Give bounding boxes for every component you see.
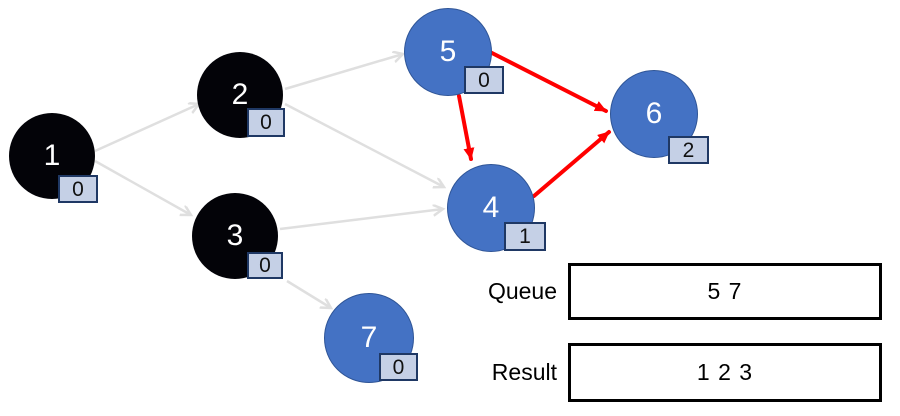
node-7-label: 7 (360, 321, 378, 354)
queue-label: Queue (487, 278, 557, 304)
edge-5-4 (457, 94, 475, 161)
edge-1-3 (94, 159, 191, 215)
node-4-label: 4 (482, 191, 500, 224)
node-2-badge: 0 (247, 108, 285, 137)
edge-3-7 (286, 279, 331, 308)
edge-1-2 (94, 104, 199, 153)
node-7-badge: 0 (379, 353, 418, 381)
node-1-label: 1 (43, 139, 61, 172)
queue-value: 5 7 (707, 278, 743, 304)
result-box: 1 2 3 (568, 343, 882, 402)
edge-3-4 (279, 209, 443, 231)
node-5-badge: 0 (464, 66, 504, 94)
result-value: 1 2 3 (696, 359, 754, 385)
node-2: 2 0 (197, 52, 285, 138)
edge-2-5 (284, 54, 403, 91)
node-4-badge: 1 (504, 222, 546, 251)
node-5-label: 5 (439, 35, 457, 68)
queue-box: 5 7 (568, 263, 882, 320)
node-3-label: 3 (226, 219, 244, 252)
node-6-badge: 2 (668, 136, 709, 164)
node-4: 4 1 (447, 164, 546, 252)
node-6: 6 2 (610, 70, 709, 164)
node-1: 1 0 (9, 113, 98, 203)
node-2-label: 2 (231, 78, 249, 111)
result-label: Result (491, 359, 557, 385)
node-7: 7 0 (324, 293, 418, 383)
node-1-badge: 0 (58, 175, 98, 203)
edge-4-6 (532, 130, 611, 198)
edge-2-4 (284, 102, 444, 187)
edge-5-6 (488, 50, 608, 113)
node-6-label: 6 (645, 97, 663, 130)
node-3-badge: 0 (247, 252, 283, 279)
node-3: 3 0 (192, 193, 283, 279)
node-5: 5 0 (404, 8, 504, 96)
